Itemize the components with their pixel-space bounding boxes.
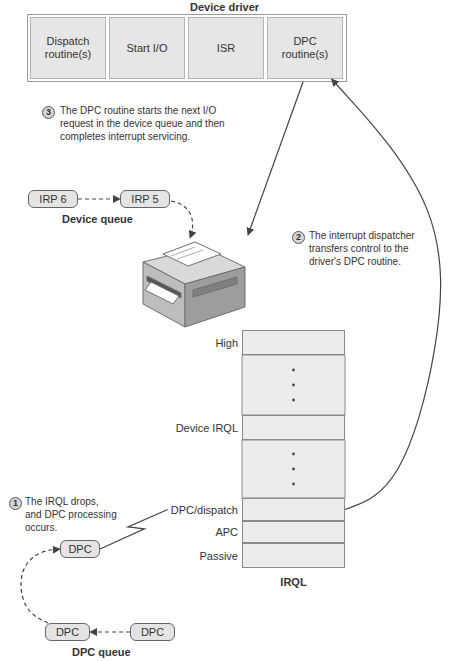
irql-band: DPC/dispatch bbox=[242, 498, 345, 521]
irql-band-gap bbox=[242, 355, 345, 415]
dpc-label: DPC bbox=[141, 626, 164, 638]
box-title: Device driver bbox=[190, 1, 259, 14]
paper-line bbox=[171, 247, 195, 256]
cell-label: ISR bbox=[214, 42, 238, 55]
routine-cell: Dispatch routine(s) bbox=[30, 17, 106, 79]
irql-band: APC bbox=[242, 521, 345, 543]
control-arrow bbox=[248, 82, 303, 235]
callout-number: 2 bbox=[292, 231, 305, 244]
queue-arrow bbox=[78, 198, 120, 199]
irql-stack: IRQLHighDevice IRQLDPC/dispatchAPCPassiv… bbox=[242, 330, 345, 568]
paper-line bbox=[177, 250, 203, 259]
callout-number: 1 bbox=[9, 497, 22, 510]
cell-label: Start I/O bbox=[124, 42, 171, 55]
cell-label: Dispatch routine(s) bbox=[31, 35, 105, 61]
level-label: Passive bbox=[199, 549, 238, 562]
callout-text: The IRQL drops, and DPC processing occur… bbox=[25, 495, 118, 534]
queue-to-device-arrow bbox=[171, 201, 193, 238]
routine-cell: ISR bbox=[188, 17, 264, 79]
queue-title: Device queue bbox=[62, 213, 133, 226]
dot bbox=[292, 399, 295, 402]
dot bbox=[292, 369, 295, 372]
callout-text: The interrupt dispatcher transfers contr… bbox=[309, 229, 421, 268]
dot bbox=[292, 384, 295, 387]
printer-front bbox=[143, 262, 185, 327]
cell-label: DPC routine(s) bbox=[268, 35, 342, 61]
dot bbox=[292, 453, 295, 456]
dot bbox=[292, 483, 295, 486]
axis-title: IRQL bbox=[242, 576, 345, 589]
level-label: Device IRQL bbox=[176, 421, 238, 434]
level-label: High bbox=[215, 336, 238, 349]
callout-text: The DPC routine starts the next I/O requ… bbox=[60, 104, 238, 143]
queue-title: DPC queue bbox=[72, 646, 131, 659]
paper-sheet bbox=[163, 242, 221, 266]
dpc-box: DPC bbox=[60, 540, 100, 558]
level-label: DPC/dispatch bbox=[171, 503, 238, 516]
printer-illustration bbox=[143, 242, 245, 327]
driver-box: Device driverDispatch routine(s)Start I/… bbox=[27, 14, 347, 82]
routine-cell: DPC routine(s) bbox=[267, 17, 343, 79]
dpc-box: DPC bbox=[45, 623, 90, 641]
irql-band: High bbox=[242, 330, 345, 355]
callout-number: 3 bbox=[42, 106, 55, 119]
queue-arrow bbox=[90, 631, 130, 632]
dpc-box: DPC bbox=[130, 623, 175, 641]
output-sheet bbox=[145, 282, 179, 304]
dpc-label: DPC bbox=[68, 543, 91, 555]
irql-band-gap bbox=[242, 440, 345, 498]
dot bbox=[292, 468, 295, 471]
irp-box: IRP 6 bbox=[28, 190, 78, 208]
control-flow-arrow bbox=[332, 79, 441, 510]
queue-arrow bbox=[21, 549, 60, 623]
printer-side bbox=[185, 267, 245, 327]
panel-strip bbox=[193, 277, 237, 297]
irp-label: IRP 6 bbox=[39, 193, 66, 205]
irp-box: IRP 5 bbox=[120, 190, 170, 208]
irql-band: Passive bbox=[242, 543, 345, 568]
irql-band: Device IRQL bbox=[242, 415, 345, 440]
irp-label: IRP 5 bbox=[131, 193, 158, 205]
dpc-label: DPC bbox=[56, 626, 79, 638]
level-label: APC bbox=[215, 526, 238, 539]
routine-cell: Start I/O bbox=[109, 17, 185, 79]
